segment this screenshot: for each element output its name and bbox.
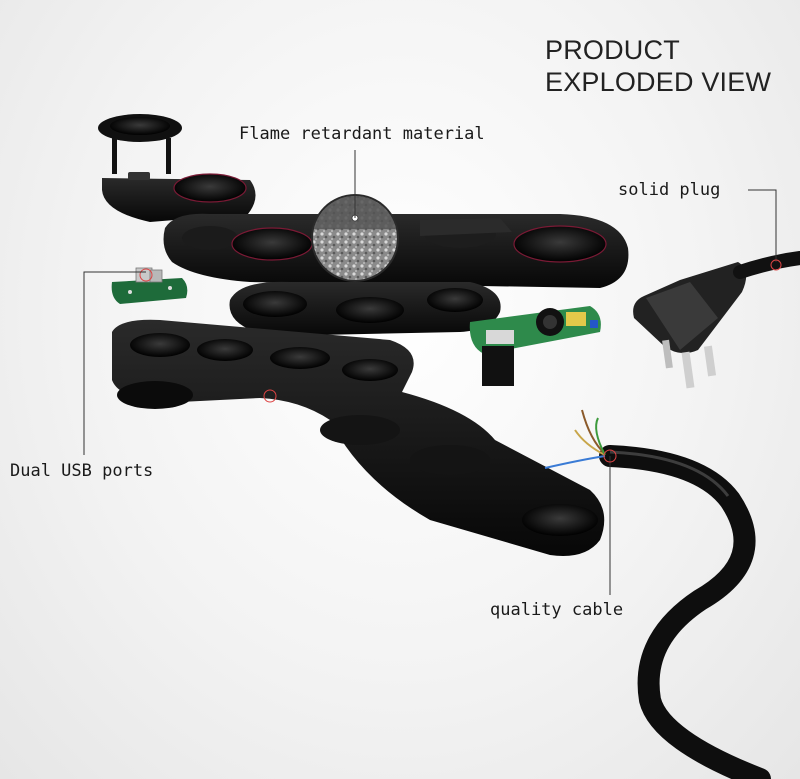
socket-plate-part bbox=[230, 282, 501, 336]
base-tray-part bbox=[112, 320, 604, 556]
power-plug bbox=[633, 258, 800, 388]
callout-dual-usb: Dual USB ports bbox=[10, 461, 153, 481]
power-cable bbox=[545, 410, 760, 779]
callout-solid-plug: solid plug bbox=[618, 180, 720, 200]
callout-flame-retardant: Flame retardant material bbox=[239, 124, 485, 144]
top-cap-part bbox=[98, 114, 256, 222]
callout-quality-cable: quality cable bbox=[490, 600, 623, 620]
usb-circuit-board bbox=[112, 268, 188, 304]
